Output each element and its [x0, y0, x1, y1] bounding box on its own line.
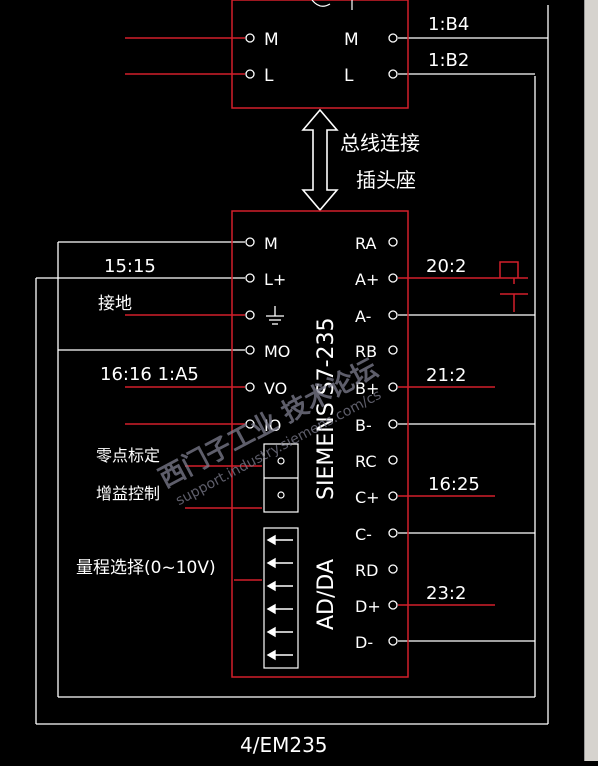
ref-15-15: 15:15 — [104, 256, 156, 277]
bus-connector-arrow — [301, 108, 339, 212]
ref-1-b4: 1:B4 — [428, 14, 469, 35]
ref-1-b2: 1:B2 — [428, 50, 469, 71]
bus-label-line2: 插头座 — [356, 168, 416, 192]
top-left-terminal-m: M — [264, 30, 279, 50]
top-module-red-leads — [125, 37, 245, 75]
top-right-terminal-l: L — [344, 66, 354, 86]
terminal-label-d-minus: D- — [355, 633, 373, 652]
terminal-label-rc: RC — [355, 452, 377, 471]
terminal-label-b-plus: B+ — [355, 379, 379, 398]
ref-23-2: 23:2 — [426, 583, 466, 604]
left-red-leads — [125, 314, 262, 581]
gain-pot-icon — [277, 491, 285, 499]
terminal-label-io: IO — [264, 416, 281, 435]
gain-control-label: 增益控制 — [96, 484, 160, 503]
top-left-terminal-l: L — [264, 66, 274, 86]
zero-pot-icon — [277, 457, 285, 465]
terminal-label-a-plus: A+ — [355, 270, 379, 289]
terminal-label-rd: RD — [355, 561, 378, 580]
switch-symbol-icon — [499, 261, 528, 312]
top-module-terminals — [245, 33, 398, 79]
dip-switch-arrows — [266, 534, 293, 661]
terminal-label-b-minus: B- — [355, 416, 372, 435]
right-red-leads — [398, 277, 500, 606]
terminal-label-d-plus: D+ — [355, 597, 381, 616]
terminal-label-vo: VO — [264, 379, 287, 398]
top-module-fragment — [311, 0, 331, 7]
range-select-label: 量程选择(0~10V) — [76, 558, 216, 578]
terminal-label-c-minus: C- — [355, 525, 372, 544]
terminal-label-a-minus: A- — [355, 307, 371, 326]
right-terminal-circles — [388, 237, 398, 646]
module-name-label: SIEMENS S7-235 — [314, 317, 339, 500]
ground-symbol-icon — [266, 306, 284, 325]
ref-21-2: 21:2 — [426, 365, 466, 386]
ref-16-16-1-a5: 16:16 1:A5 — [100, 364, 199, 385]
terminal-label-m: M — [264, 234, 278, 253]
terminal-label-ra: RA — [355, 234, 376, 253]
ref-16-25: 16:25 — [428, 474, 480, 495]
em235-module-box — [231, 210, 409, 678]
top-right-terminal-m: M — [344, 30, 359, 50]
module-footer-label: 4/EM235 — [240, 733, 328, 757]
terminal-label-c-plus: C+ — [355, 488, 380, 507]
ref-20-2: 20:2 — [426, 256, 466, 277]
bus-label-line1: 总线连接 — [340, 131, 420, 155]
terminal-label-l-plus: L+ — [264, 270, 286, 289]
top-module-box — [231, 0, 409, 109]
outer-wiring — [35, 5, 549, 725]
dip-switch-block — [263, 527, 299, 669]
module-subtitle-label: AD/DA — [314, 559, 339, 630]
ground-label: 接地 — [98, 294, 132, 314]
terminal-label-rb: RB — [355, 342, 377, 361]
zero-calibration-label: 零点标定 — [96, 446, 160, 465]
window-right-border — [584, 0, 598, 761]
terminal-label-mo: MO — [264, 342, 290, 361]
left-terminal-circles — [245, 237, 255, 429]
